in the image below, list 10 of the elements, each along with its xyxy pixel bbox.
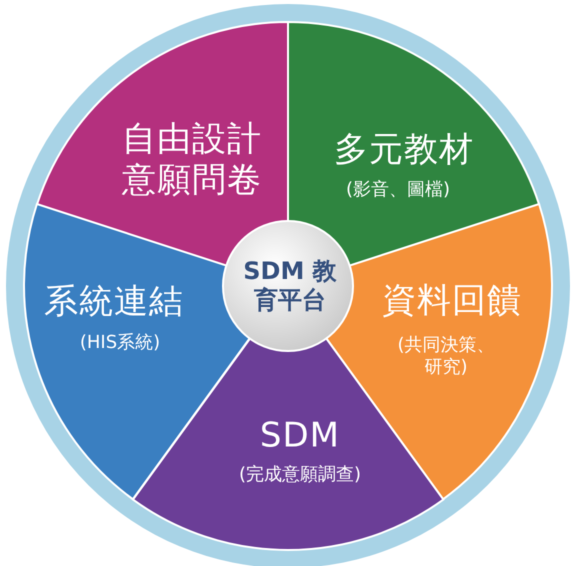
segment-title: 自由設計意願問卷 xyxy=(120,119,263,201)
segment-subtitle: (完成意願調查) xyxy=(238,464,362,486)
segment-subtitle: (共同決策、研究) xyxy=(396,334,496,378)
segment-title: 資料回饋 xyxy=(381,280,523,322)
segment-title: 系統連結 xyxy=(43,282,185,322)
center-title: SDM 教育平台 xyxy=(242,257,338,315)
segment-title: 多元教材 xyxy=(333,130,475,170)
segment-subtitle: (影音、圖檔) xyxy=(344,179,452,201)
segment-subtitle: (HIS系統) xyxy=(78,332,162,354)
segment-title: SDM xyxy=(258,416,342,456)
